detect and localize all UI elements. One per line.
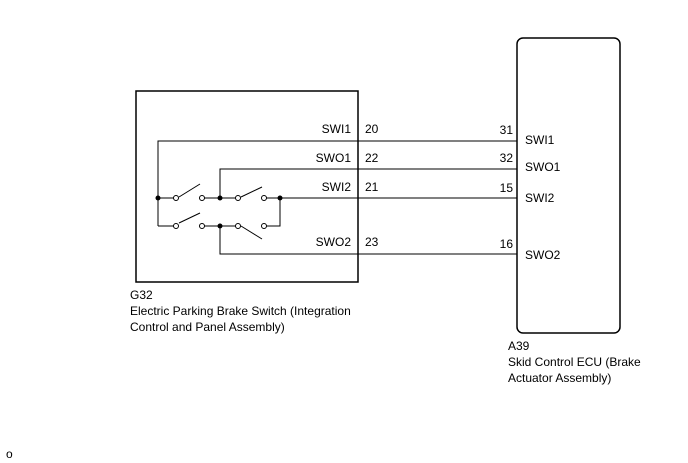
ecu-name-line2: Actuator Assembly)	[508, 371, 611, 385]
switch-code: G32	[130, 288, 153, 302]
switch-signal-swo2: SWO2	[316, 235, 352, 249]
ecu-pin-15: 15	[500, 181, 514, 195]
wire-swo1	[219, 168, 517, 198]
switch-signal-swo1: SWO1	[316, 151, 352, 165]
switch-name-line1: Electric Parking Brake Switch (Integrati…	[130, 304, 351, 318]
ecu-pin-32: 32	[500, 151, 514, 165]
ecu-pin-16: 16	[500, 237, 514, 251]
ecu-signal-swo2: SWO2	[525, 248, 561, 262]
ecu-signal-swi1: SWI1	[525, 133, 555, 147]
footer-mark: o	[6, 447, 13, 461]
switch-signal-swi1: SWI1	[322, 122, 352, 136]
ecu-code: A39	[508, 339, 530, 353]
ecu-box	[516, 37, 621, 334]
switch-pin-22: 22	[365, 151, 379, 165]
wire-swo2	[219, 226, 517, 255]
switch-signal-swi2: SWI2	[322, 180, 352, 194]
wire-swi2	[264, 197, 517, 227]
switch-pin-23: 23	[365, 235, 379, 249]
switch-name-line2: Control and Panel Assembly)	[130, 320, 285, 334]
ecu-signal-swi2: SWI2	[525, 191, 555, 205]
ecu-pin-31: 31	[500, 123, 514, 137]
switch-pin-20: 20	[365, 122, 379, 136]
ecu-signal-swo1: SWO1	[525, 160, 561, 174]
switch-network	[155, 183, 283, 240]
switch-pin-21: 21	[365, 180, 379, 194]
wire-swi1	[157, 140, 517, 198]
ecu-name-line1: Skid Control ECU (Brake	[508, 355, 641, 369]
switch-box	[135, 90, 359, 283]
